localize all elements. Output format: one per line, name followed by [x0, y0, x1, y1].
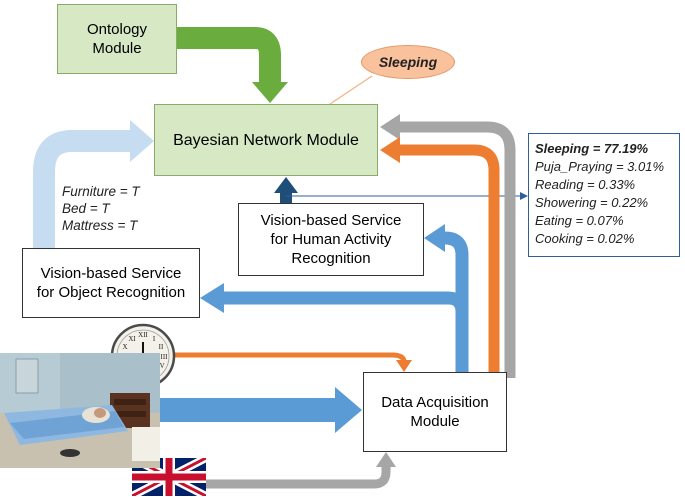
- result-item: Cooking = 0.02%: [535, 231, 635, 246]
- result-top: Sleeping = 77.19%: [535, 141, 649, 156]
- svg-text:XII: XII: [138, 331, 148, 339]
- acq-to-bayes-orange-arrow: [380, 137, 500, 378]
- acq-to-bayes-gray-arrow: [380, 114, 516, 378]
- result-item: Eating = 0.07%: [535, 213, 624, 228]
- inferred-activity-ellipse: Sleeping: [361, 45, 455, 79]
- bayesian-network-module: Bayesian Network Module: [154, 104, 378, 176]
- svg-text:III: III: [161, 353, 169, 361]
- acq-to-activity-arrow: [424, 224, 469, 372]
- object-to-bayes-arrow: [33, 120, 154, 248]
- bedroom-photo: [0, 353, 160, 468]
- clock-to-acq-arrow: [175, 352, 412, 372]
- result-item: Reading = 0.33%: [535, 177, 636, 192]
- svg-text:I: I: [153, 335, 156, 343]
- svg-text:XI: XI: [128, 335, 136, 343]
- object-recognition-service: Vision-based Service for Object Recognit…: [22, 248, 200, 318]
- object-fact: Furniture = T: [62, 184, 140, 199]
- object-fact: Mattress = T: [62, 218, 138, 233]
- ontology-module: Ontology Module: [57, 4, 177, 74]
- result-item: Showering = 0.22%: [535, 195, 649, 210]
- activity-to-bayes-arrow: [274, 177, 298, 203]
- acq-to-object-arrow: [200, 283, 469, 372]
- object-fact: Bed = T: [62, 201, 110, 216]
- svg-text:IV: IV: [157, 362, 164, 370]
- data-acquisition-module: Data Acquisition Module: [363, 372, 507, 452]
- svg-text:II: II: [159, 343, 164, 351]
- bayes-to-sleeping-arrow: [329, 75, 373, 105]
- uk-flag-icon: [132, 458, 206, 496]
- flag-to-acq-arrow: [206, 452, 396, 489]
- result-item: Puja_Praying = 3.01%: [535, 159, 665, 174]
- ontology-to-bayes-arrow: [177, 27, 288, 103]
- results-panel: Sleeping = 77.19% Puja_Praying = 3.01% R…: [528, 133, 680, 257]
- inferred-activity-label: Sleeping: [378, 54, 438, 70]
- activity-recognition-service: Vision-based Service for Human Activity …: [238, 203, 424, 276]
- object-facts: Furniture = T Bed = T Mattress = T: [62, 183, 140, 234]
- photo-to-acq-arrow: [160, 387, 362, 433]
- svg-text:X: X: [122, 343, 127, 351]
